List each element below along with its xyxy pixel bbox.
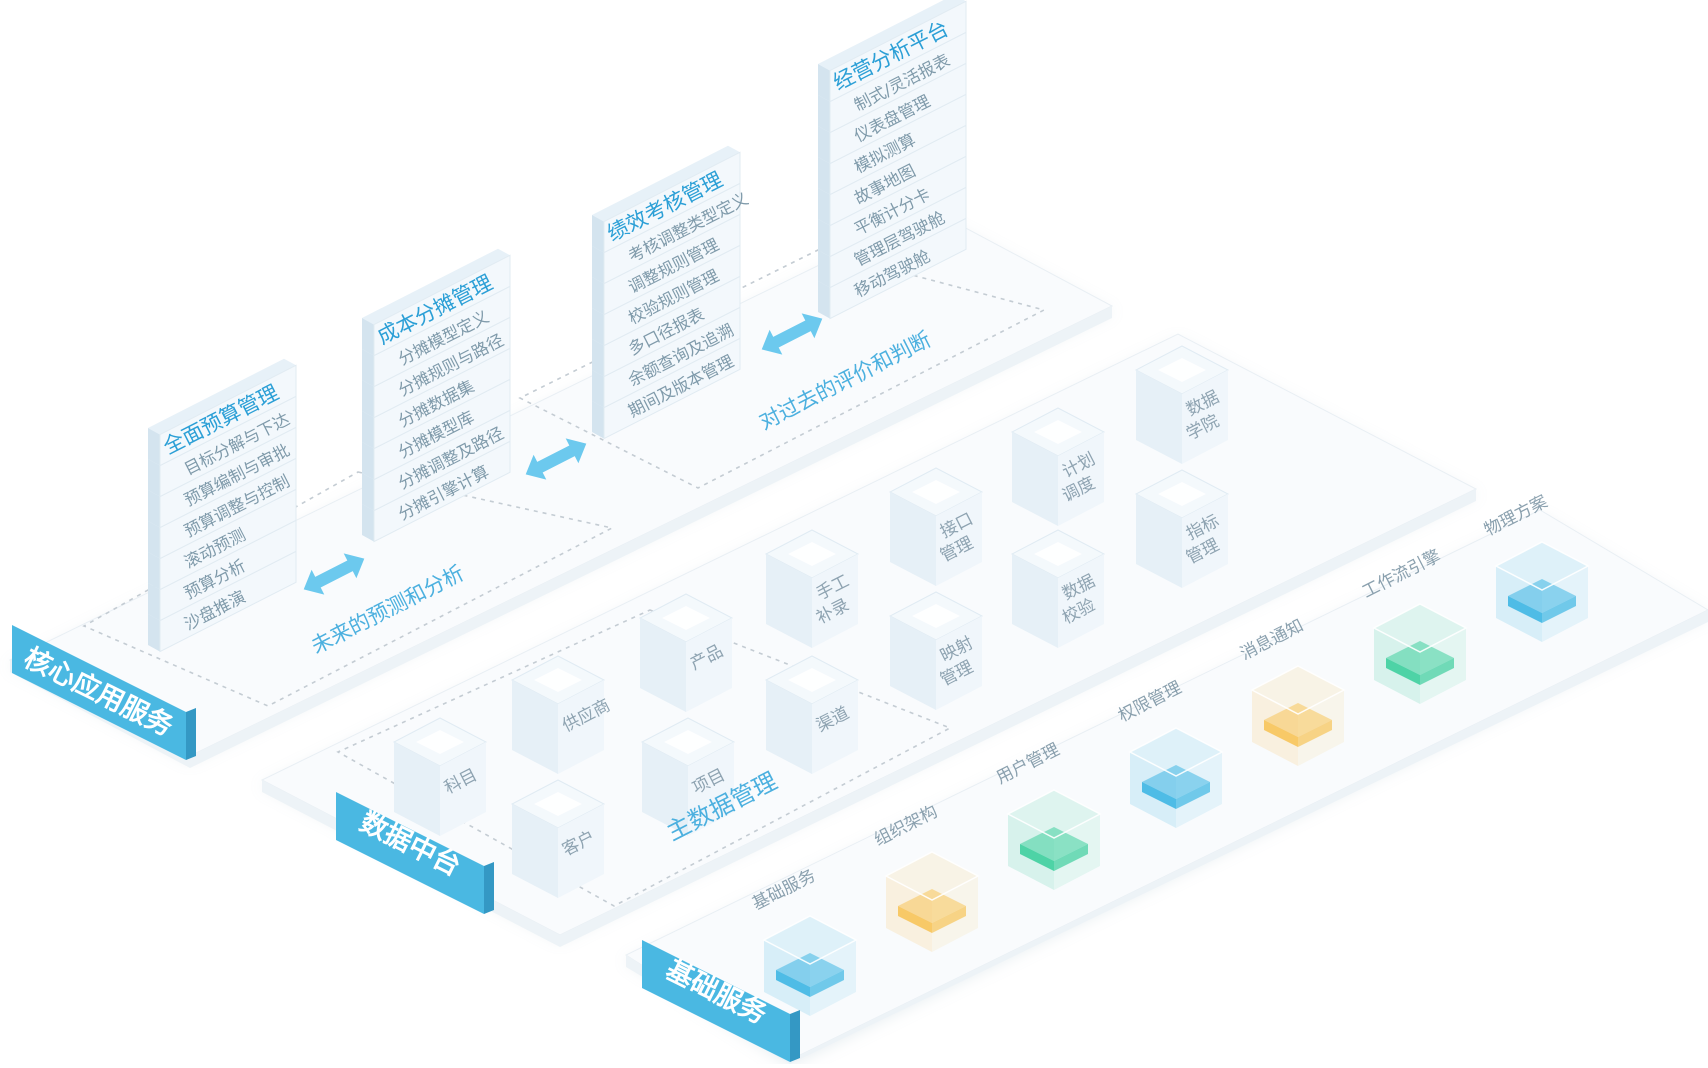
data-cube[interactable]: 项目 bbox=[640, 717, 736, 836]
master-data-zone-outline bbox=[336, 609, 952, 907]
module-stack-2: 分摊引擎计算分摊调整及路径分摊模型库分摊数据集分摊规则与路径分摊模型定义成本分摊… bbox=[362, 248, 511, 543]
review-zone-outline bbox=[518, 249, 1047, 489]
data-cube[interactable]: 渠道 bbox=[764, 655, 860, 774]
data-cube[interactable]: 科目 bbox=[392, 717, 488, 836]
module-stack-3: 期间及版本管理余额查询及追溯多口径报表校验规则管理调整规则管理考核调整类型定义绩… bbox=[592, 145, 751, 440]
base-service[interactable]: 基础服务 bbox=[749, 866, 858, 1016]
data-cube[interactable]: 客户 bbox=[510, 779, 606, 898]
data-cube[interactable]: 供应商 bbox=[510, 655, 614, 774]
base-service[interactable]: 消息通知 bbox=[1237, 616, 1346, 766]
forecast-zone-outline bbox=[82, 471, 615, 707]
data-cube[interactable]: 产品 bbox=[638, 593, 734, 712]
module-stack-4: 移动驾驶舱管理层驾驶舱平衡计分卡故事地图模拟测算仪表盘管理制式/灵活报表经营分析… bbox=[818, 0, 967, 320]
arrow-forecast-to-cost bbox=[303, 553, 365, 595]
module-stacks-layer: 沙盘推演预算分析滚动预测预算调整与控制预算编制与审批目标分解与下达全面预算管理分… bbox=[148, 0, 967, 653]
arrow-performance-to-analysis bbox=[761, 313, 823, 355]
arrow-cost-to-performance bbox=[525, 438, 587, 480]
